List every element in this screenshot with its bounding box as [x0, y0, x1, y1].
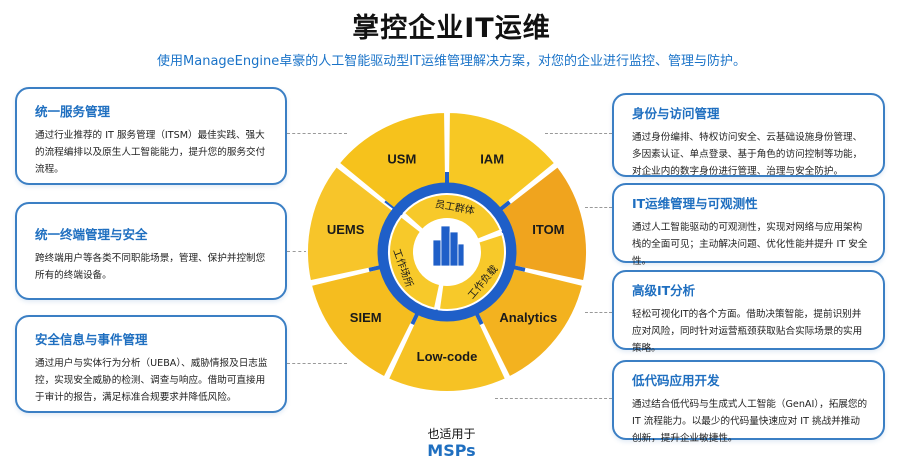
- wheel-label: SIEM: [350, 310, 382, 325]
- card-body: 轻松可视化IT的各个方面。借助决策智能，提前识别并应对风险，同时针对运营瓶颈获取…: [632, 309, 863, 354]
- building-icon: [432, 239, 442, 267]
- card-title: 统一服务管理: [35, 104, 111, 119]
- card-siem: 安全信息与事件管理 通过用户与实体行为分析（UEBA）、威胁情报及日志监控，实现…: [15, 315, 287, 413]
- connector-line: [287, 363, 347, 364]
- card-title: IT运维管理与可观测性: [632, 196, 758, 211]
- building-icon: [449, 231, 459, 267]
- msps-label: MSPs: [427, 441, 476, 460]
- connector-line: [585, 312, 612, 313]
- card-body: 通过身份编排、特权访问安全、云基础设施身份管理、多因素认证、单点登录、基于角色的…: [632, 132, 863, 177]
- card-itom: IT运维管理与可观测性 通过人工智能驱动的可观测性，实现对网络与应用架构栈的全面…: [612, 183, 885, 267]
- inner-segment: [402, 193, 503, 241]
- blue-ring: [377, 182, 517, 322]
- card-body: 通过用户与实体行为分析（UEBA）、威胁情报及日志监控，实现安全威胁的检测、调查…: [35, 358, 268, 403]
- card-body: 通过人工智能驱动的可观测性，实现对网络与应用架构栈的全面可见；主动解决问题、优化…: [632, 222, 868, 267]
- card-lowcode: 低代码应用开发 通过结合低代码与生成式人工智能（GenAI），拓展您的 IT 流…: [612, 360, 885, 444]
- card-body: 跨终端用户等各类不同职能场景，管理、保护并控制您所有的终端设备。: [35, 253, 266, 281]
- also-applies-label: 也适用于: [427, 427, 476, 441]
- card-title: 低代码应用开发: [632, 373, 720, 388]
- card-uems: 统一终端管理与安全 跨终端用户等各类不同职能场景，管理、保护并控制您所有的终端设…: [15, 202, 287, 300]
- inner-segment: [437, 232, 506, 311]
- wheel-label: Low-code: [417, 349, 478, 364]
- card-title: 安全信息与事件管理: [35, 332, 148, 347]
- wheel-label: ITOM: [532, 222, 564, 237]
- card-analytics: 高级IT分析 轻松可视化IT的各个方面。借助决策智能，提前识别并应对风险，同时针…: [612, 270, 885, 354]
- building-icon: [440, 225, 451, 267]
- wheel-label: Analytics: [499, 310, 557, 325]
- card-body: 通过行业推荐的 IT 服务管理（ITSM）最佳实践、强大的流程编排以及原生人工智…: [35, 130, 266, 175]
- card-title: 身份与访问管理: [632, 106, 720, 121]
- wheel-label: IAM: [480, 151, 504, 166]
- page-subtitle: 使用ManageEngine卓豪的人工智能驱动型IT运维管理解决方案，对您的企业…: [157, 54, 746, 69]
- card-iam: 身份与访问管理 通过身份编排、特权访问安全、云基础设施身份管理、多因素认证、单点…: [612, 93, 885, 177]
- connector-line: [585, 207, 612, 208]
- card-body: 通过结合低代码与生成式人工智能（GenAI），拓展您的 IT 流程能力。以最少的…: [632, 399, 868, 444]
- inner-segment: [388, 214, 442, 310]
- card-usm: 统一服务管理 通过行业推荐的 IT 服务管理（ITSM）最佳实践、强大的流程编排…: [15, 87, 287, 185]
- wheel-label: USM: [387, 151, 416, 166]
- page-title: 掌控企业IT运维: [352, 13, 551, 44]
- connector-line: [495, 398, 612, 399]
- building-icon: [457, 243, 465, 267]
- connector-line: [545, 133, 612, 134]
- card-title: 统一终端管理与安全: [35, 227, 148, 242]
- card-title: 高级IT分析: [632, 283, 696, 298]
- connector-line: [287, 251, 307, 252]
- connector-line: [287, 133, 347, 134]
- wheel-label: UEMS: [327, 222, 365, 237]
